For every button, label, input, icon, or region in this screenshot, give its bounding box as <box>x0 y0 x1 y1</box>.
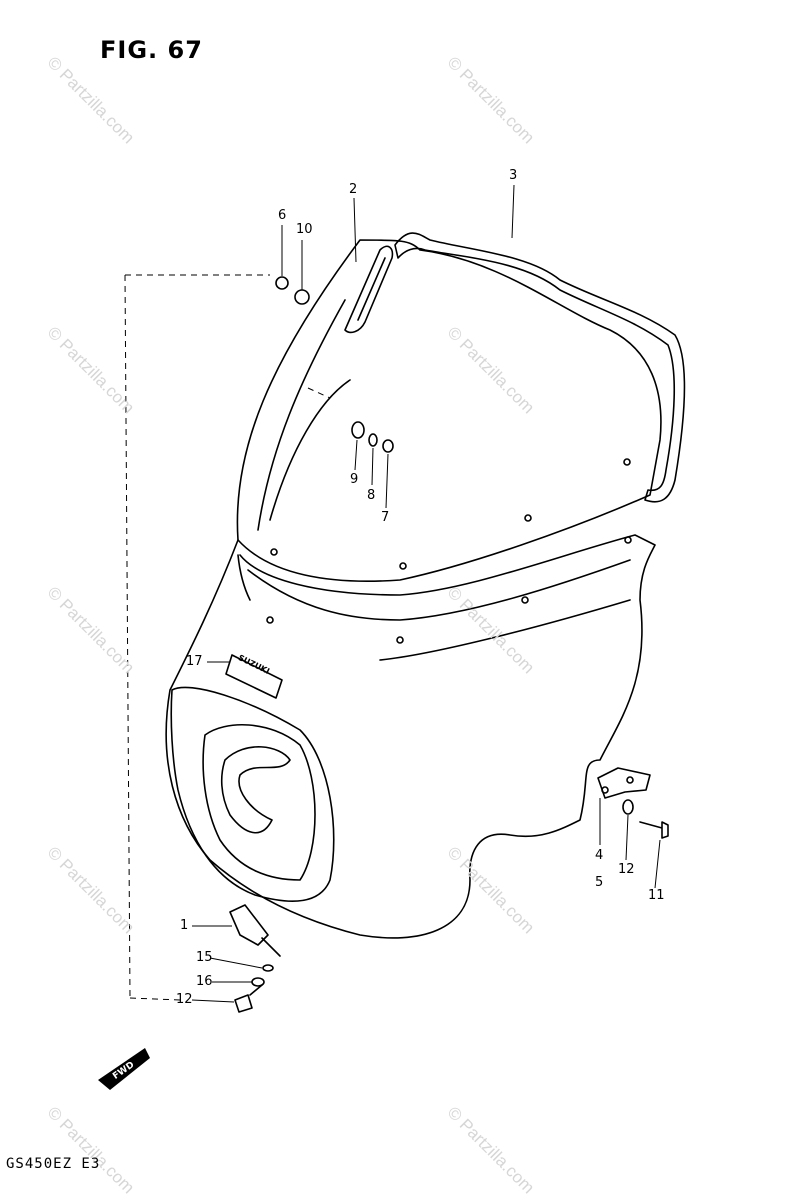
nut-15 <box>262 964 274 972</box>
callout-11: 11 <box>648 888 665 903</box>
fairing-body <box>165 534 656 939</box>
callout-17: 17 <box>186 654 203 669</box>
callout-1: 1 <box>180 918 189 933</box>
callout-5: 5 <box>595 875 604 890</box>
callout-7: 7 <box>381 510 390 525</box>
windscreen <box>236 239 662 582</box>
bolt-12-left <box>234 984 263 1013</box>
callout-9: 9 <box>350 472 359 487</box>
callout-2: 2 <box>349 182 358 197</box>
callout-8: 8 <box>367 488 376 503</box>
screw-11 <box>639 821 669 839</box>
washer-12-right <box>622 799 634 815</box>
windscreen-trim <box>394 232 686 503</box>
callout-16: 16 <box>196 974 213 989</box>
nut-7 <box>382 439 394 453</box>
washer-8 <box>368 433 378 447</box>
callout-4: 4 <box>595 848 604 863</box>
callout-10: 10 <box>296 222 313 237</box>
callout-6: 6 <box>278 208 287 223</box>
fwd-arrow <box>98 1048 150 1090</box>
bolt-6 <box>275 276 289 290</box>
headlight-opening <box>170 686 335 903</box>
callout-3: 3 <box>509 168 518 183</box>
figure-label: FIG. 67 <box>100 36 203 64</box>
emblem-plate <box>225 654 283 699</box>
callout-15: 15 <box>196 950 213 965</box>
callout-12-left: 12 <box>176 992 193 1007</box>
callout-12-right: 12 <box>618 862 635 877</box>
side-bracket <box>597 767 651 799</box>
model-code: GS450EZ E3 <box>6 1156 101 1172</box>
washer-9 <box>351 421 365 439</box>
nut-10 <box>294 289 310 305</box>
screen-bracket <box>344 245 394 334</box>
